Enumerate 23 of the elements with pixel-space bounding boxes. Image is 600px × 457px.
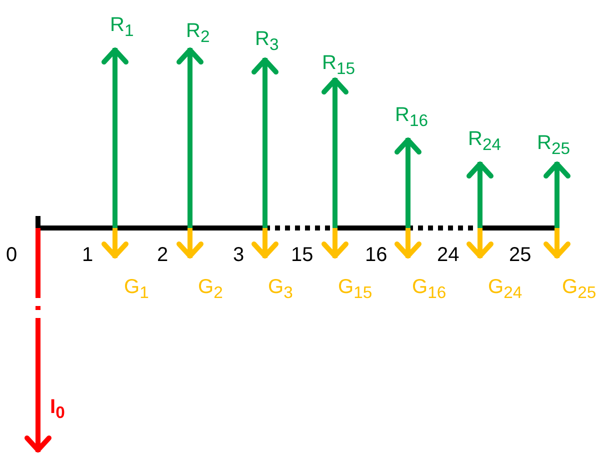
period-number: 16 [365,244,388,266]
period-number: 24 [437,244,460,266]
amount-label: G$_{25}$ [562,276,596,304]
amount-label: I$_{0}$ [50,396,65,424]
amount-label: G$_{15}$ [338,276,372,304]
amount-label: G$_{16}$ [412,276,446,304]
amount-label: G$_{2}$ [198,276,223,304]
period-number: 3 [233,244,244,266]
period-number: 0 [6,244,18,266]
amount-label: G$_{3}$ [268,276,293,304]
period-number: 25 [509,244,532,266]
amount-label: R$_{15}$ [322,52,355,80]
period-number: 15 [291,244,314,266]
period-number: 1 [82,244,94,266]
amount-label: G$_{1}$ [124,276,149,304]
amount-label: R$_{25}$ [537,132,570,160]
amount-label: R$_{16}$ [395,104,428,132]
amount-label: R$_{2}$ [186,20,210,48]
period-number: 2 [157,244,168,266]
amount-label: G$_{24}$ [488,276,522,304]
amount-label: R$_{3}$ [255,28,279,56]
amount-label: R$_{24}$ [468,128,501,156]
amount-label: R$_{1}$ [110,14,134,42]
